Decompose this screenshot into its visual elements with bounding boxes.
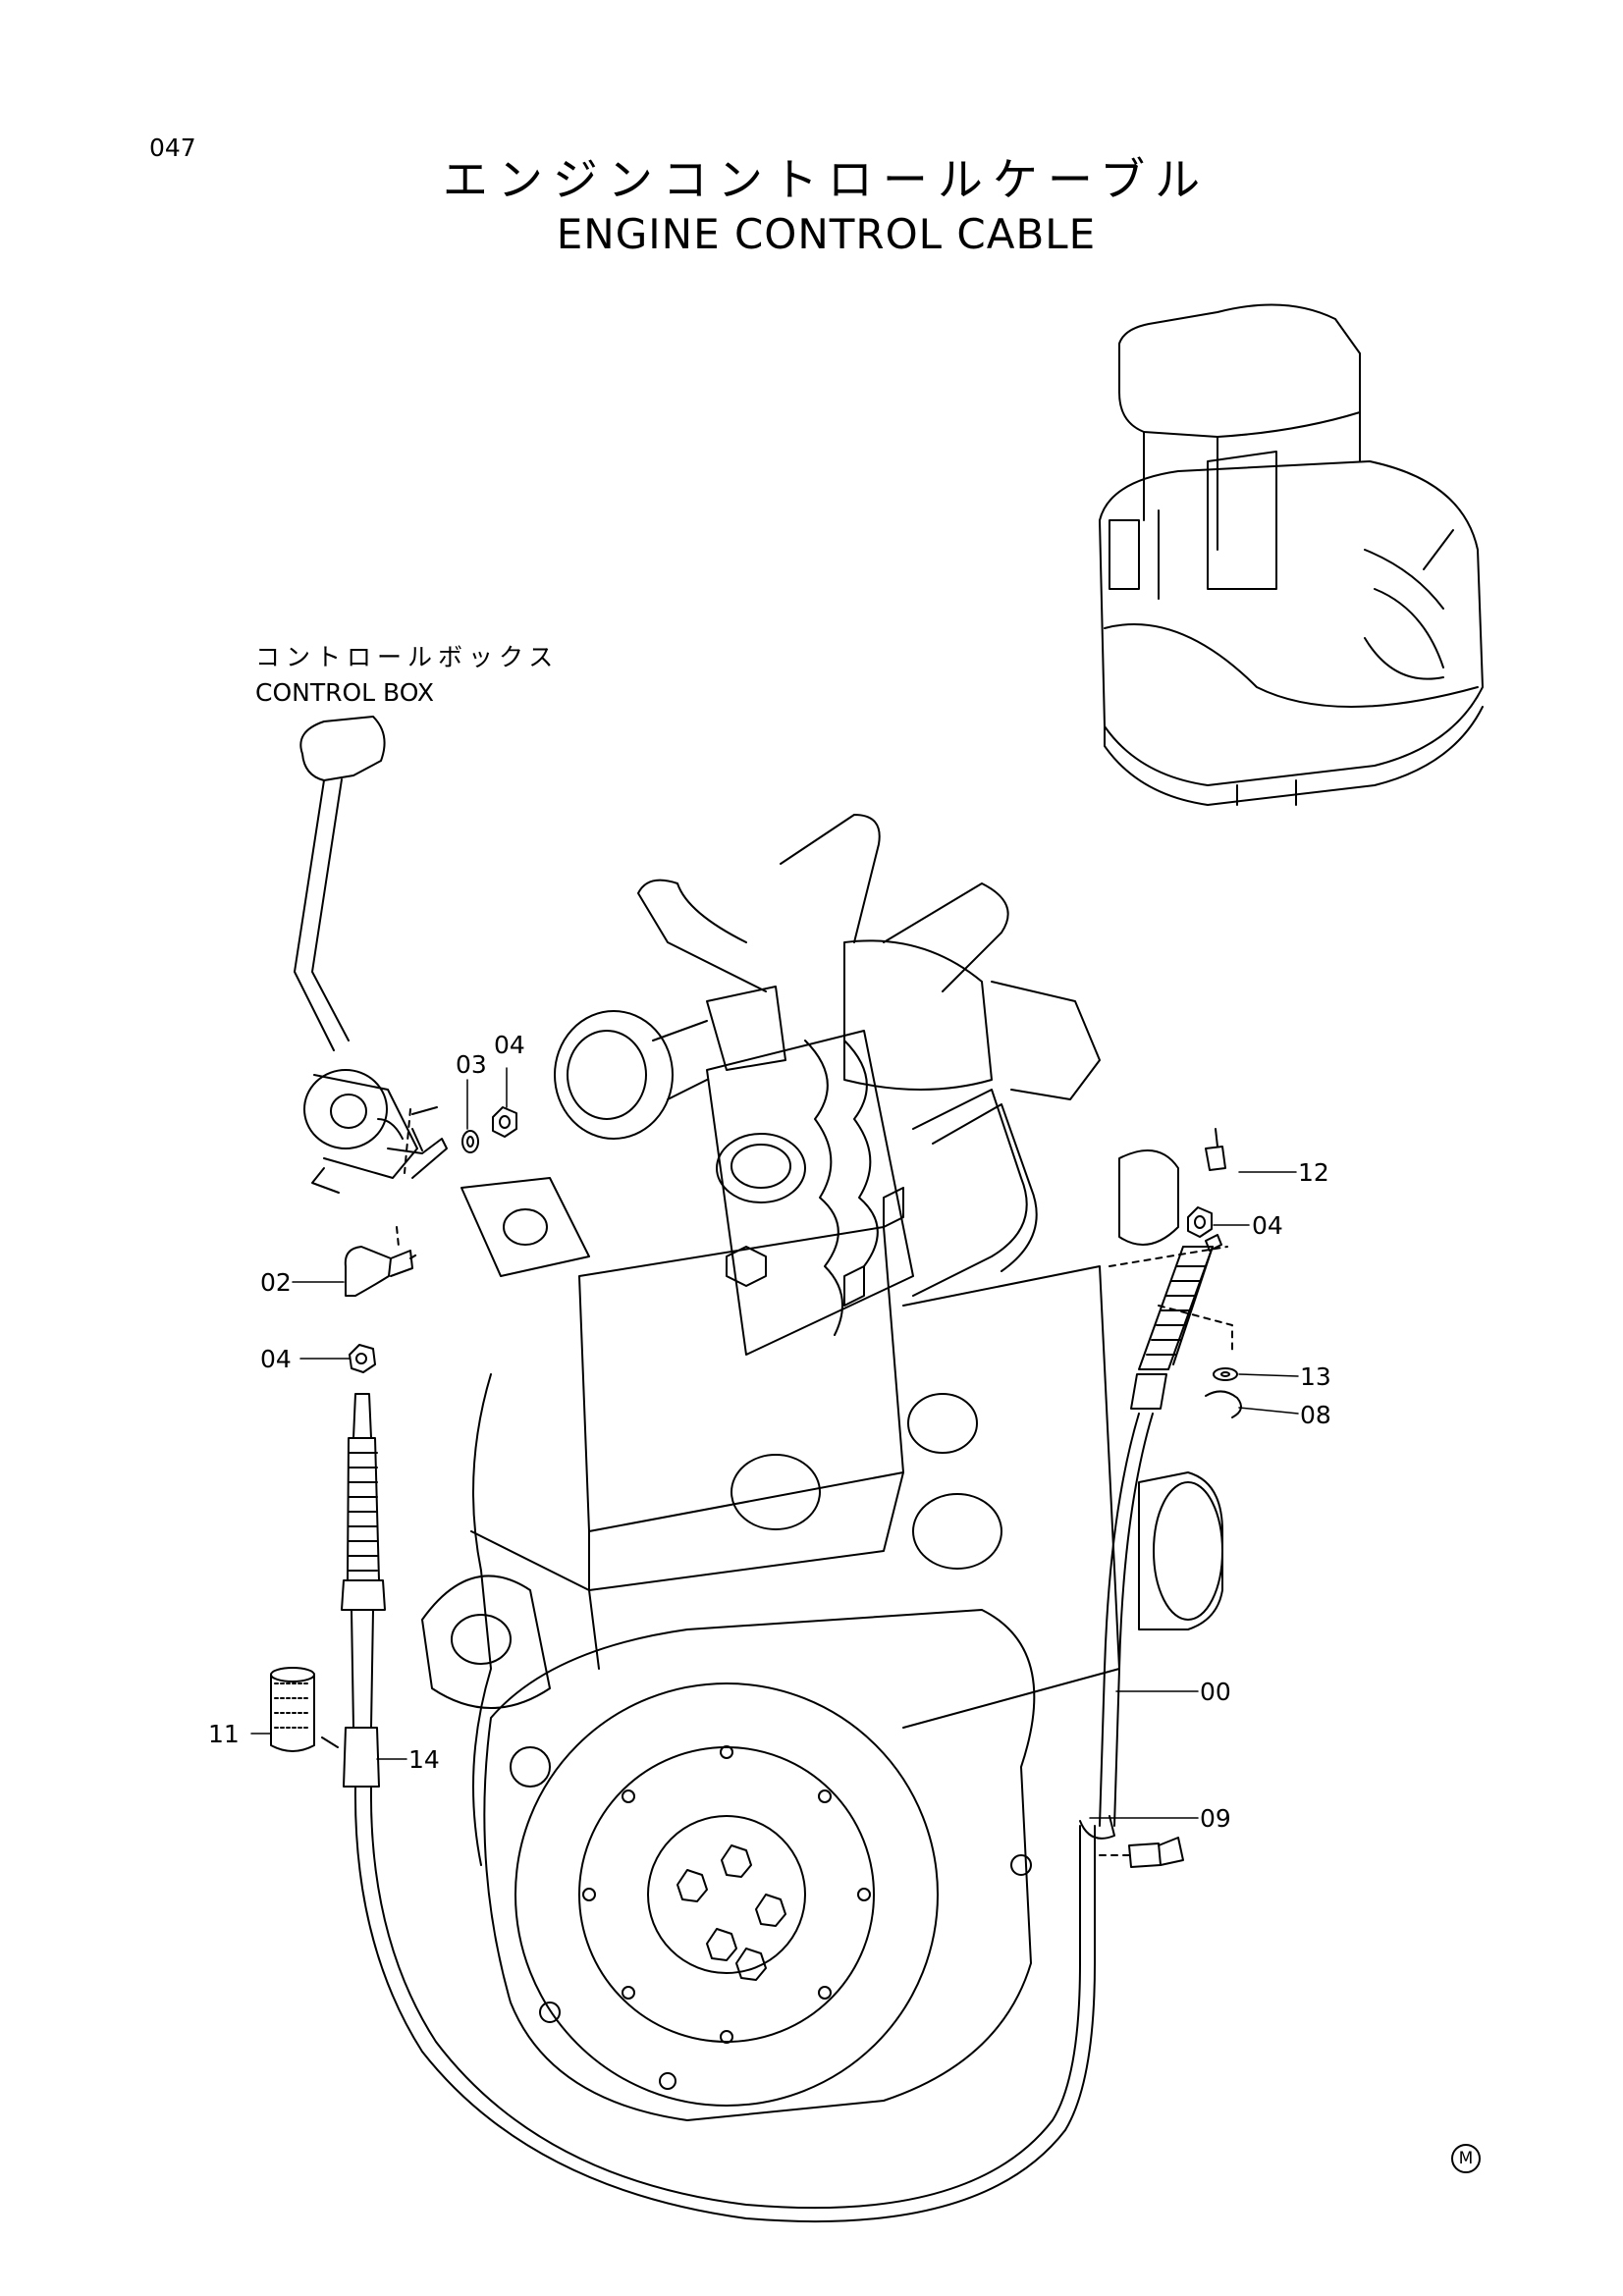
- callout-11: 11: [208, 1720, 240, 1748]
- callout-leader-lines: [251, 1068, 1298, 1818]
- cable-end-left: [342, 1394, 1095, 2221]
- elbow-fitting-and-nut: [346, 1227, 420, 1372]
- callout-04-right: 04: [1252, 1211, 1283, 1240]
- control-box-label-japanese: コントロールボックス: [255, 643, 560, 671]
- washer-and-nut-top: [462, 1107, 516, 1152]
- callout-03: 03: [456, 1050, 487, 1079]
- circled-m-mark: M: [1451, 2144, 1481, 2173]
- callout-14: 14: [408, 1745, 440, 1774]
- callout-04-top: 04: [494, 1031, 525, 1059]
- callout-09: 09: [1200, 1804, 1231, 1833]
- cable-end-right: [1080, 1129, 1241, 1867]
- callout-04-left: 04: [260, 1345, 292, 1373]
- callout-13: 13: [1300, 1362, 1331, 1391]
- part-11-sleeve: [271, 1668, 338, 1751]
- page-title-japanese: エンジンコントロールケーブル: [442, 153, 1211, 206]
- callout-00: 00: [1200, 1678, 1231, 1706]
- callout-08: 08: [1300, 1401, 1331, 1429]
- page-number: 047: [149, 133, 196, 162]
- machine-overview-illustration: [1100, 304, 1483, 805]
- engine-illustration: [422, 815, 1222, 2120]
- callout-12: 12: [1298, 1158, 1329, 1187]
- control-box-label-english: CONTROL BOX: [255, 678, 434, 707]
- callout-02: 02: [260, 1268, 292, 1297]
- control-lever-illustration: [295, 717, 447, 1193]
- page-title-english: ENGINE CONTROL CABLE: [556, 210, 1097, 258]
